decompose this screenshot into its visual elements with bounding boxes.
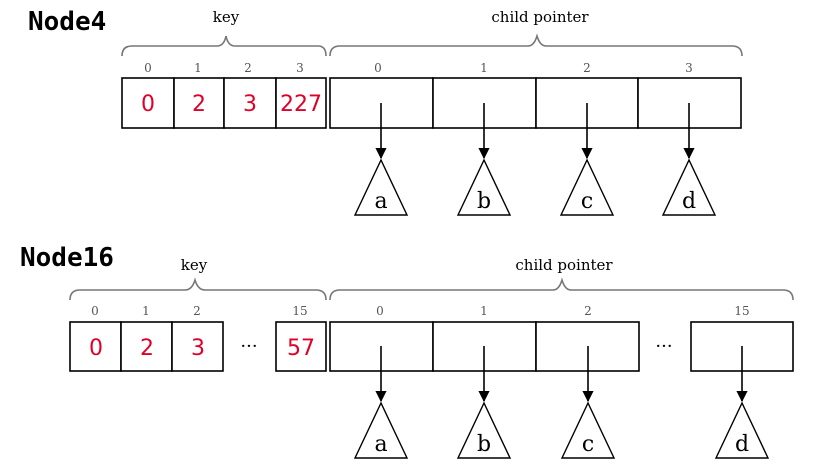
- node16-key-index: 2: [193, 304, 201, 318]
- node16-leaf-triangle: [560, 401, 616, 459]
- node4-key-value: 0: [141, 92, 155, 117]
- node16-key-brace: [69, 277, 327, 301]
- node16-leaf-triangle: [456, 401, 512, 459]
- node16-key-index: 15: [292, 304, 307, 318]
- node4-leaf-triangle: [661, 158, 717, 216]
- node4-leaf-label: d: [682, 189, 696, 214]
- node4-key-index: 1: [194, 61, 202, 75]
- node16-leaf-label: b: [477, 432, 491, 457]
- node4-title: Node4: [28, 7, 106, 37]
- node4-leaf-triangle: [353, 158, 409, 216]
- node4-child-index: 0: [374, 61, 382, 75]
- node4-child-index: 2: [583, 61, 591, 75]
- node16-key-value: 2: [140, 336, 154, 361]
- node16-key-cell: [120, 321, 173, 372]
- node16-key-label: key: [181, 256, 208, 274]
- node4-key-label: key: [213, 8, 240, 26]
- node4-key-index: 2: [244, 61, 252, 75]
- node4-key-value: 2: [192, 92, 206, 117]
- node16-child-ellipsis: ···: [655, 336, 672, 357]
- node16-key-index: 0: [91, 304, 99, 318]
- node4-key-cell: [121, 77, 175, 129]
- node16-leaf-triangle: [714, 401, 770, 459]
- node4-leaf-label: b: [477, 189, 491, 214]
- node16-key-cell: [171, 321, 224, 372]
- node16-title: Node16: [20, 243, 114, 273]
- node4-leaf-triangle: [456, 158, 512, 216]
- node16-child-index: 0: [376, 304, 384, 318]
- node4-key-index: 3: [296, 61, 304, 75]
- node16-child-brace: [329, 277, 794, 301]
- node16-child-index: 15: [734, 304, 749, 318]
- node16-key-value: 3: [191, 336, 205, 361]
- node4-child-index: 3: [685, 61, 693, 75]
- node4-leaf-triangle: [559, 158, 615, 216]
- node4-leaf-label: c: [581, 189, 593, 214]
- node16-key-cell: [275, 321, 327, 372]
- node4-key-value: 3: [243, 92, 257, 117]
- node16-key-value: 57: [287, 336, 315, 361]
- node4-key-cell: [173, 77, 225, 129]
- node4-key-brace: [121, 35, 327, 57]
- node4-child-label: child pointer: [491, 8, 589, 26]
- node16-key-ellipsis: ···: [240, 336, 257, 357]
- node4-key-cell: [223, 77, 277, 129]
- node16-section: Node16 key child pointer 0 1 2 15 0 2 3 …: [20, 243, 794, 459]
- node16-key-index: 1: [142, 304, 150, 318]
- node4-section: Node4 key child pointer 0 1 2 3 0 2 3 22…: [28, 7, 743, 216]
- node16-key-value: 0: [89, 336, 103, 361]
- node4-leaf-label: a: [374, 189, 387, 214]
- node16-leaf-label: a: [374, 432, 387, 457]
- node4-child-brace: [329, 33, 743, 57]
- node16-key-cell: [69, 321, 122, 372]
- node16-leaf-triangle: [353, 401, 409, 459]
- node16-child-index: 1: [480, 304, 488, 318]
- node4-key-value: 227: [280, 92, 322, 117]
- node16-child-index: 2: [584, 304, 592, 318]
- node4-child-index: 1: [480, 61, 488, 75]
- node16-child-label: child pointer: [515, 256, 613, 274]
- node4-key-cell: [275, 77, 327, 129]
- node16-leaf-label: d: [735, 432, 749, 457]
- node4-key-index: 0: [144, 61, 152, 75]
- node16-leaf-label: c: [582, 432, 594, 457]
